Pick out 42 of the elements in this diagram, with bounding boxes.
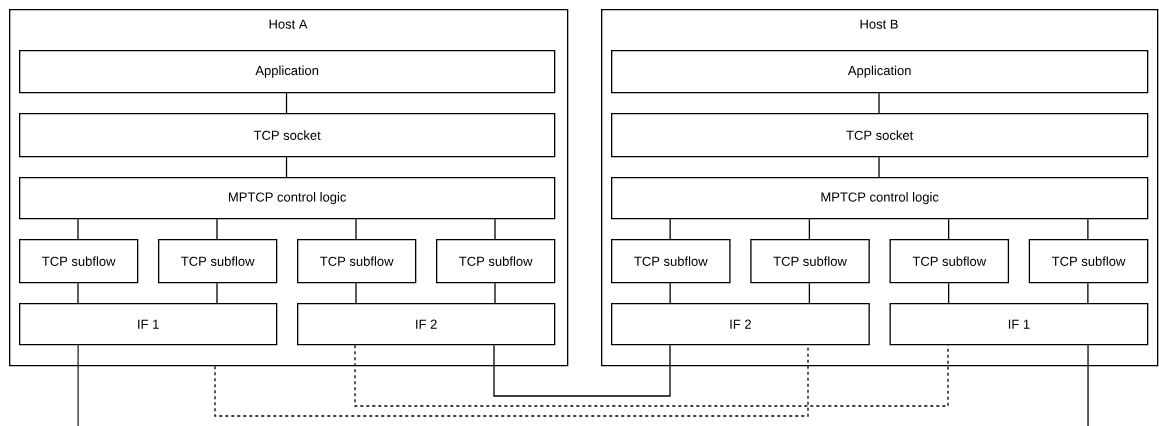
connector-line (494, 282, 496, 304)
connector-line (355, 218, 357, 240)
layer-box: TCP socket (611, 113, 1149, 158)
layer-box: TCP subflow (750, 239, 870, 284)
connector-line (285, 156, 288, 178)
connector-line (354, 344, 949, 407)
layer-box: TCP subflow (1028, 239, 1149, 284)
connector-line (1087, 344, 1089, 426)
layer-box: Application (611, 50, 1149, 94)
connector-line (77, 218, 79, 240)
connector-line (77, 282, 79, 304)
connector-line (216, 282, 218, 304)
layer-box: TCP subflow (889, 239, 1010, 284)
layer-box: MPTCP control logic (611, 177, 1149, 220)
connector-line (355, 282, 357, 304)
connector-line (216, 218, 218, 240)
layer-box: IF 2 (297, 303, 556, 346)
connector-line (948, 218, 950, 240)
layer-box: MPTCP control logic (19, 177, 556, 220)
connector-line (285, 92, 288, 114)
layer-box: IF 1 (889, 303, 1149, 346)
layer-box: IF 1 (19, 303, 278, 346)
layer-box: TCP socket (19, 113, 556, 158)
layer-box: TCP subflow (611, 239, 731, 284)
connector-line (669, 282, 671, 304)
layer-box: Application (19, 50, 556, 94)
connector-line (669, 218, 671, 240)
layer-box: IF 2 (611, 303, 870, 346)
connector-line (878, 92, 880, 114)
connector-line (948, 282, 950, 304)
connector-line (494, 218, 496, 240)
connector-line (1087, 282, 1089, 304)
layer-box: TCP subflow (297, 239, 417, 284)
layer-box: TCP subflow (158, 239, 278, 284)
connector-line (493, 344, 671, 397)
connector-line (77, 344, 79, 426)
connector-line (878, 156, 880, 178)
connector-line (808, 218, 811, 240)
layer-box: TCP subflow (19, 239, 139, 284)
connector-line (808, 282, 811, 304)
layer-box: TCP subflow (436, 239, 556, 284)
connector-line (1087, 218, 1089, 240)
